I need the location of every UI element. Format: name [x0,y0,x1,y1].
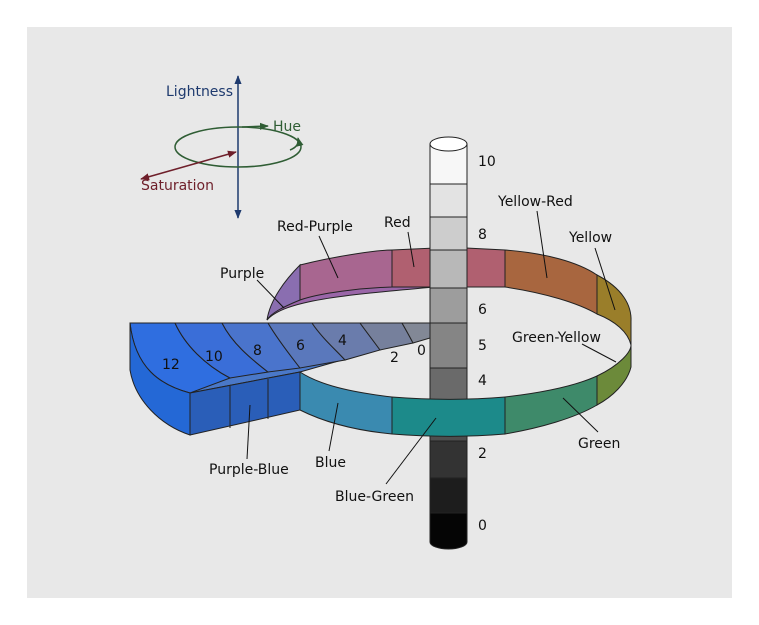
leader-blue-green [385,417,437,485]
hue-label-green: Green [578,436,620,452]
hue-ring-back [266,247,632,346]
value-segment-7 [429,249,468,289]
value-label-6: 6 [478,302,487,318]
value-segment-8 [429,216,468,251]
hue-label-purple-blue: Purple-Blue [209,462,289,478]
hue-label-red: Red [384,215,411,231]
ring-front-blue [299,371,393,435]
value-labels: 10 8 6 5 4 2 0 [478,154,496,534]
ring-front-green-yellow [596,344,632,406]
value-segment-2 [429,440,468,479]
value-label-8: 8 [478,227,487,243]
ring-back-purple [266,263,301,321]
leader-red-purple [318,235,339,279]
hue-label-green-yellow: Green-Yellow [512,330,601,346]
leader-blue [328,402,339,452]
leader-yellow-red [536,210,548,279]
value-segment-9 [429,183,468,218]
hue-label-purple: Purple [220,266,264,282]
wedge-chroma-0 [401,322,431,344]
leader-purple [256,279,285,309]
hue-label-red-purple: Red-Purple [277,219,353,235]
chroma-wedge [129,322,431,436]
value-segment-6 [429,287,468,324]
leader-green [562,397,599,433]
saturation-axis [140,150,237,181]
value-label-0: 0 [478,518,487,534]
ring-back-red-2 [465,247,506,288]
axes-key: Lightness Hue Saturation [140,75,304,219]
value-segment-0 [429,512,468,550]
value-label-5: 5 [478,338,487,354]
value-column-top [429,136,468,152]
chroma-label-10: 10 [205,349,223,365]
hue-orbit [174,126,302,168]
chroma-label-0: 0 [417,343,426,359]
chroma-label-6: 6 [296,338,305,354]
chroma-labels: 12 10 8 6 4 2 0 [162,333,426,373]
ring-front-blue-green [391,396,506,437]
lightness-label: Lightness [166,84,233,100]
value-label-10: 10 [478,154,496,170]
hue-leaders [246,210,617,485]
value-label-2: 2 [478,446,487,462]
leader-green-yellow [581,343,617,363]
hue-label-yellow: Yellow [568,230,612,246]
chroma-label-12: 12 [162,357,180,373]
leader-yellow [594,247,616,311]
hue-label: Hue [273,119,301,135]
chroma-label-8: 8 [253,343,262,359]
chroma-label-4: 4 [338,333,347,349]
leader-red [407,231,415,268]
hue-arrow [241,122,269,130]
ring-back-yellow [596,274,632,346]
value-column [429,136,468,550]
ring-back-yellow-red [504,249,598,315]
chroma-label-2: 2 [390,350,399,366]
hue-return-arrow [289,137,304,151]
ring-back-red [391,247,436,288]
value-segment-1 [429,477,468,514]
value-label-4: 4 [478,373,487,389]
leader-purple-blue [246,404,251,460]
ring-front-green [504,375,598,435]
hue-ring-front [299,344,632,437]
hue-labels: Red Yellow-Red Yellow Green-Yellow Green… [209,194,620,505]
value-segment-5 [429,322,468,369]
hue-label-blue-green: Blue-Green [335,489,414,505]
hue-label-blue: Blue [315,455,346,471]
hue-label-yellow-red: Yellow-Red [497,194,573,210]
saturation-label: Saturation [141,178,214,194]
wedge-side-outer [129,322,191,436]
